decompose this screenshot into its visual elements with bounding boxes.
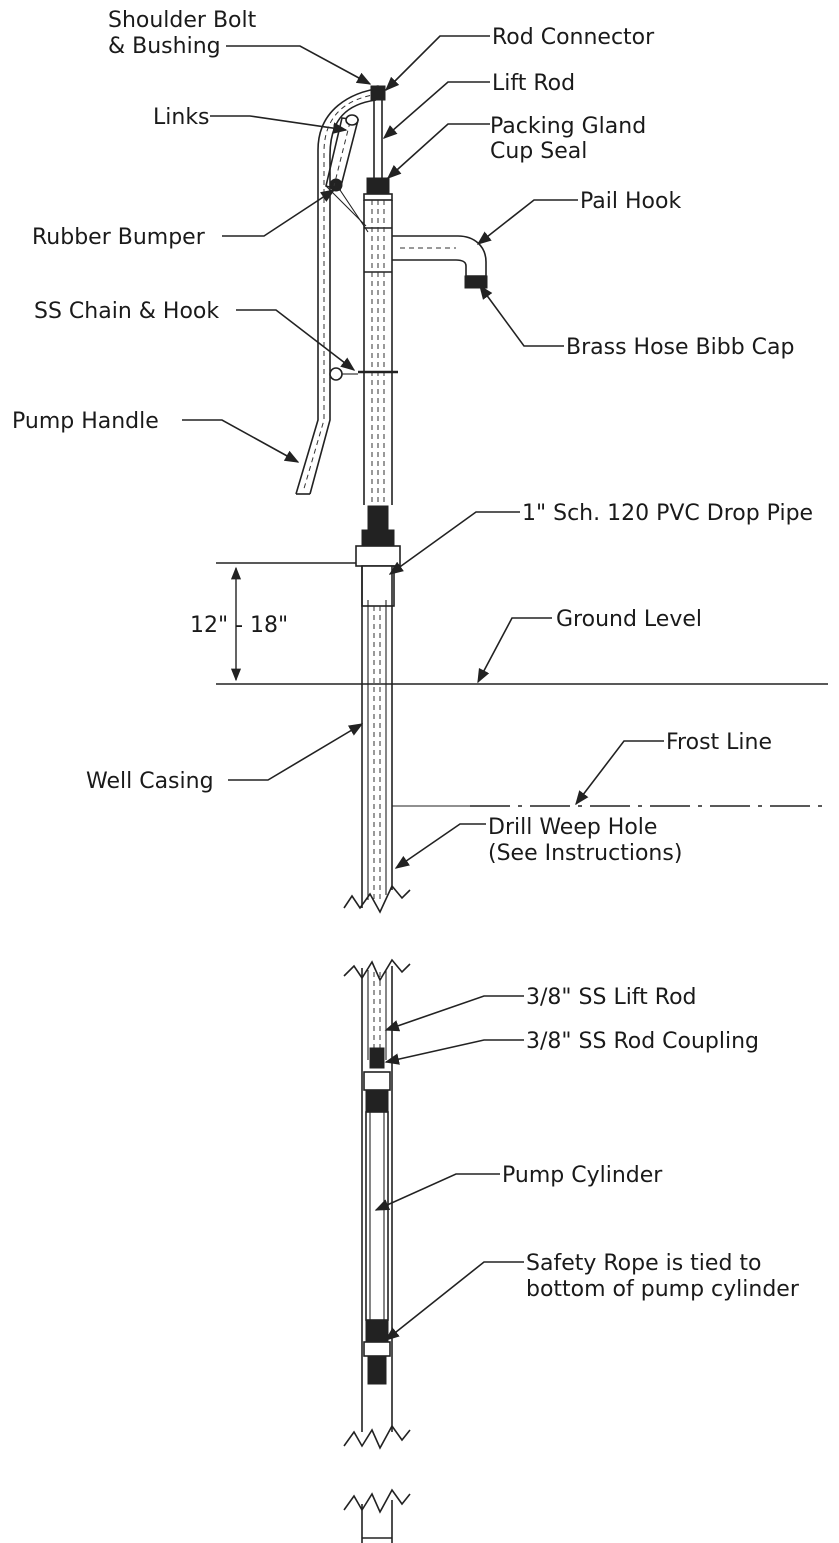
label-safety-rope-2: bottom of pump cylinder — [526, 1277, 800, 1302]
label-shoulder-bolt-1: Shoulder Bolt — [108, 8, 257, 33]
label-pump-handle: Pump Handle — [12, 409, 159, 434]
label-rubber-bumper: Rubber Bumper — [32, 225, 206, 250]
label-rod-connector: Rod Connector — [492, 25, 655, 50]
label-dimension: 12" - 18" — [190, 613, 288, 638]
label-ss-chain-hook: SS Chain & Hook — [34, 299, 219, 324]
label-pail-hook: Pail Hook — [580, 189, 681, 214]
drop-pipe-upper — [343, 566, 411, 914]
drop-pipe-lower — [343, 958, 411, 1543]
pump-head — [329, 177, 488, 607]
label-brass-hose-bibb-cap: Brass Hose Bibb Cap — [566, 335, 794, 360]
label-ground-level: Ground Level — [556, 607, 702, 632]
label-drop-pipe: 1" Sch. 120 PVC Drop Pipe — [522, 501, 813, 526]
label-ss-lift-rod: 3/8" SS Lift Rod — [526, 985, 697, 1010]
label-packing-gland-1: Packing Gland — [490, 114, 646, 139]
label-weep-hole-2: (See Instructions) — [488, 841, 682, 866]
label-well-casing: Well Casing — [86, 769, 214, 794]
pump-handle — [295, 85, 385, 495]
dimension — [216, 562, 356, 682]
leaders — [182, 35, 664, 1341]
label-packing-gland-2: Cup Seal — [490, 139, 587, 164]
label-links: Links — [153, 105, 210, 130]
label-shoulder-bolt-2: & Bushing — [108, 34, 221, 59]
label-lift-rod: Lift Rod — [492, 71, 575, 96]
label-ss-rod-coupling: 3/8" SS Rod Coupling — [526, 1029, 759, 1054]
label-pump-cylinder: Pump Cylinder — [502, 1163, 663, 1188]
label-safety-rope-1: Safety Rope is tied to — [526, 1251, 762, 1276]
label-frost-line: Frost Line — [666, 730, 772, 755]
label-weep-hole-1: Drill Weep Hole — [488, 815, 657, 840]
